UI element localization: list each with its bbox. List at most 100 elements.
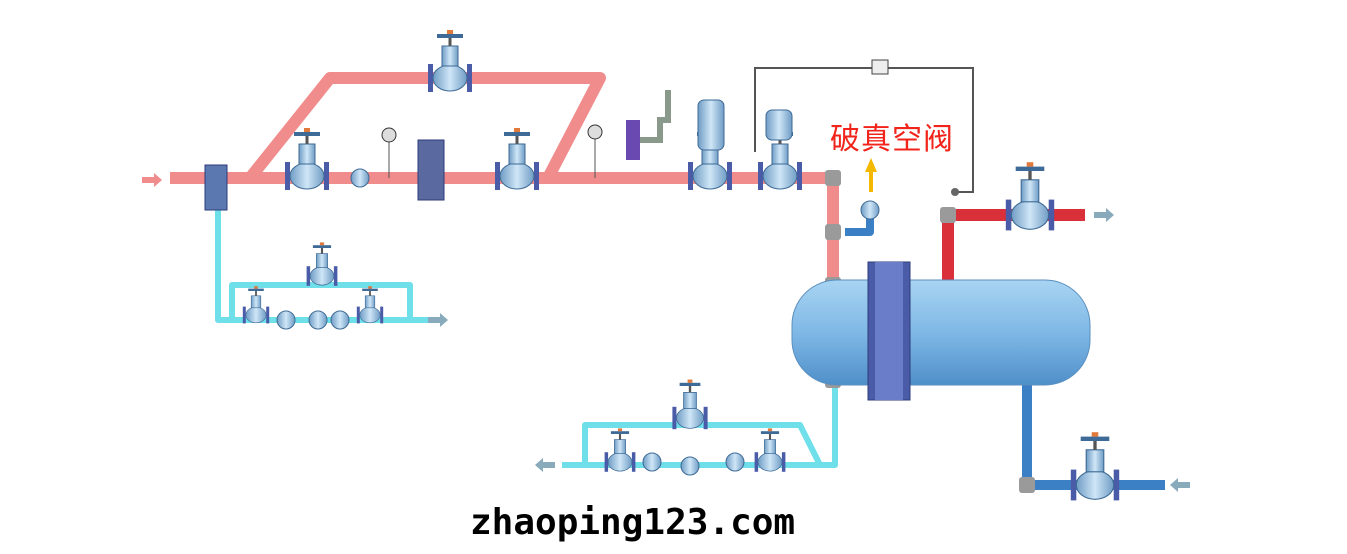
globe-valve-icon xyxy=(495,128,539,190)
valve-flange xyxy=(1048,199,1055,231)
valve-flange xyxy=(604,452,609,472)
handwheel-icon xyxy=(610,431,630,434)
handwheel-nut xyxy=(319,242,325,246)
globe-valve-icon xyxy=(1005,162,1055,231)
inline-fitting-icon xyxy=(308,310,328,330)
valve-flange xyxy=(758,162,763,190)
handwheel-icon xyxy=(362,288,378,291)
handwheel-nut xyxy=(617,428,623,432)
valve-flange xyxy=(285,162,290,190)
valve-body xyxy=(607,452,633,472)
valve-flange xyxy=(333,266,338,286)
valve-body xyxy=(1075,470,1115,500)
handwheel-nut xyxy=(767,428,773,432)
arrow-right-icon xyxy=(1094,208,1114,222)
pressure-gauge-icon xyxy=(381,127,397,143)
valve-flange xyxy=(631,452,636,472)
valve-flange xyxy=(754,452,759,472)
valve-bonnet xyxy=(764,439,776,454)
valve-flange xyxy=(1005,199,1012,231)
valve-bonnet xyxy=(683,391,697,409)
inline-fitting-icon xyxy=(725,452,745,472)
handwheel-nut xyxy=(514,128,520,132)
watermark: zhaoping123.com xyxy=(470,502,796,543)
valve-body xyxy=(675,407,705,429)
globe-valve-icon xyxy=(306,242,338,286)
valve-flange xyxy=(688,162,693,190)
handwheel-icon xyxy=(437,34,463,38)
valve-body xyxy=(757,452,783,472)
valve-body xyxy=(692,162,728,190)
valve-bonnet xyxy=(250,295,262,309)
globe-valve-icon xyxy=(754,428,786,472)
valve-flange xyxy=(781,452,786,472)
valve-stem xyxy=(515,134,519,144)
handwheel-icon xyxy=(294,132,320,136)
valve-body xyxy=(359,306,381,324)
valve-stem xyxy=(320,246,324,254)
valve-bonnet xyxy=(441,45,459,67)
inline-fitting-icon xyxy=(276,310,296,330)
control-actuator-icon xyxy=(697,99,725,151)
inline-fitting-icon xyxy=(330,310,350,330)
handwheel-icon xyxy=(1015,166,1045,171)
globe-valve-icon xyxy=(1070,432,1120,501)
pressure-reducing-valve-icon xyxy=(417,139,445,201)
valve-flange xyxy=(495,162,500,190)
handwheel-nut xyxy=(304,128,310,132)
valve-stem xyxy=(688,384,692,393)
annotation-arrow-icon xyxy=(865,158,877,192)
steam-separator-icon xyxy=(204,164,228,211)
valve-flange xyxy=(266,306,270,324)
valve-body xyxy=(762,162,798,190)
handwheel-nut xyxy=(687,379,693,383)
safety-vent-pipe xyxy=(640,90,671,143)
inline-fitting-icon xyxy=(642,452,662,472)
globe-valve-icon xyxy=(285,128,329,190)
handwheel-nut xyxy=(1091,432,1099,437)
pipe-elbow xyxy=(1019,477,1035,493)
pipe-elbow xyxy=(825,224,841,240)
valve-flange xyxy=(1113,469,1120,501)
flow-arrows xyxy=(142,173,1190,492)
control-actuator-icon xyxy=(765,109,793,141)
valve-bonnet xyxy=(316,253,328,268)
valve-stem xyxy=(369,289,371,296)
pressure-gauge-icon xyxy=(587,124,603,140)
valve-flange xyxy=(324,162,329,190)
valve-stem xyxy=(1028,168,1032,180)
valve-flange xyxy=(356,306,360,324)
handwheel-nut xyxy=(447,30,453,34)
valve-bonnet xyxy=(614,439,626,454)
inline-fitting-icon xyxy=(680,456,700,476)
valve-bonnet xyxy=(1020,179,1040,203)
handwheel-icon xyxy=(312,245,332,248)
heat-exchanger-vessel xyxy=(791,261,1091,401)
handwheel-icon xyxy=(679,382,701,386)
valve-bonnet xyxy=(1085,449,1105,473)
handwheel-nut xyxy=(1026,162,1034,167)
valve-stem xyxy=(255,289,257,296)
valve-flange xyxy=(242,306,246,324)
handwheel-icon xyxy=(248,288,264,291)
globe-valve-icon xyxy=(604,428,636,472)
valve-body xyxy=(309,266,335,286)
valve-stem xyxy=(768,432,772,440)
safety-valve-icon xyxy=(626,120,640,160)
valve-flange xyxy=(467,64,472,92)
arrow-left-icon xyxy=(1170,478,1190,492)
valve-bonnet xyxy=(771,143,789,165)
control-line xyxy=(754,59,974,196)
valve-flange xyxy=(703,406,708,430)
valve-body xyxy=(432,64,468,92)
handwheel-icon xyxy=(504,132,530,136)
globe-valve-icon xyxy=(242,286,270,324)
arrow-right-icon xyxy=(428,313,448,327)
valve-stem xyxy=(1093,438,1097,450)
handwheel-icon xyxy=(1080,436,1110,441)
inline-fitting-icon xyxy=(860,200,880,220)
valve-bonnet xyxy=(298,143,316,165)
handwheel-nut xyxy=(368,286,372,289)
